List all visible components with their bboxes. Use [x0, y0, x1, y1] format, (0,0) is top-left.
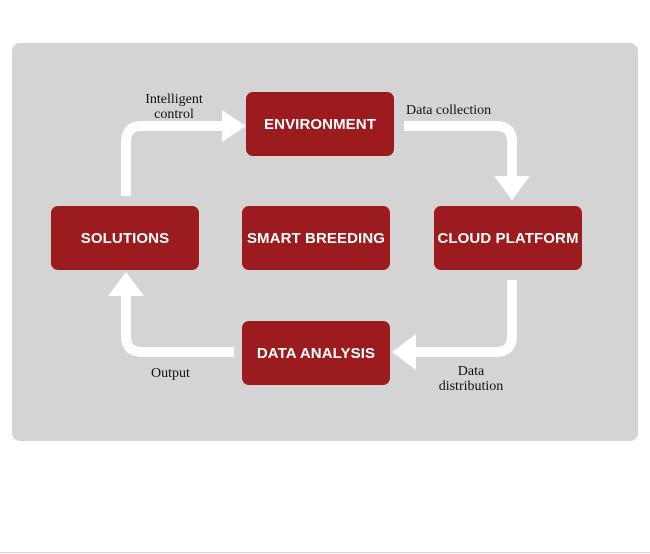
- arrowhead-output: [108, 272, 144, 296]
- arrow-intelligent-control: [121, 121, 230, 196]
- edge-label-intelligent-control: Intelligent control: [145, 92, 203, 122]
- node-smart-breeding: SMART BREEDING: [242, 206, 390, 270]
- edge-label-output: Output: [151, 366, 190, 381]
- node-solutions: SOLUTIONS: [51, 206, 199, 270]
- node-environment: ENVIRONMENT: [246, 92, 394, 156]
- edge-label-data-distribution: Data distribution: [438, 364, 504, 394]
- bottom-divider: [0, 552, 650, 553]
- arrowhead-intelligent-control: [222, 110, 246, 142]
- arrow-data-distribution: [410, 280, 517, 357]
- node-cloud-platform: CLOUD PLATFORM: [434, 206, 582, 270]
- edge-label-data-collection: Data collection: [406, 103, 492, 118]
- node-data-analysis: DATA ANALYSIS: [242, 321, 390, 385]
- arrowhead-data-collection: [494, 176, 530, 200]
- arrowhead-data-distribution: [392, 334, 416, 370]
- arrow-data-collection: [404, 121, 517, 184]
- arrow-output: [121, 290, 234, 357]
